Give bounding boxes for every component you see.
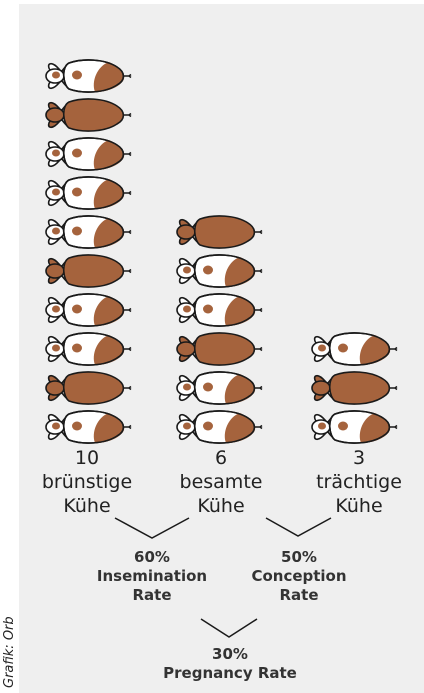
cow-solid-icon bbox=[177, 216, 262, 248]
conception-rate-line2: Rate bbox=[232, 586, 366, 605]
cow-spotted-icon bbox=[46, 138, 131, 170]
pregnant-label-line2: Kühe bbox=[284, 494, 424, 518]
conception-rate-value: 50% bbox=[232, 548, 366, 567]
column-label-estrous: 10 brünstige Kühe bbox=[12, 446, 162, 518]
cow-spotted-icon bbox=[46, 333, 131, 365]
insemination-rate-line1: Insemination bbox=[82, 567, 222, 586]
column-label-inseminated: 6 besamte Kühe bbox=[146, 446, 296, 518]
cow-solid-icon bbox=[46, 99, 131, 131]
cow-spotted-icon bbox=[177, 372, 262, 404]
pregnancy-rate-line1: Pregnancy Rate bbox=[130, 664, 330, 683]
cow-solid-icon bbox=[312, 372, 397, 404]
inseminated-label-line1: besamte bbox=[146, 470, 296, 494]
cow-spotted-icon bbox=[46, 177, 131, 209]
pregnant-label-line1: trächtige bbox=[284, 470, 424, 494]
cow-spotted-icon bbox=[46, 216, 131, 248]
cow-spotted-icon bbox=[312, 411, 397, 443]
estrous-label-line2: Kühe bbox=[12, 494, 162, 518]
inseminated-count: 6 bbox=[146, 446, 296, 470]
insemination-rate: 60% Insemination Rate bbox=[82, 548, 222, 605]
cow-spotted-icon bbox=[46, 294, 131, 326]
cow-spotted-icon bbox=[177, 255, 262, 287]
estrous-count: 10 bbox=[12, 446, 162, 470]
pregnancy-rate-value: 30% bbox=[130, 645, 330, 664]
pregnancy-rate: 30% Pregnancy Rate bbox=[130, 645, 330, 683]
insemination-rate-line2: Rate bbox=[82, 586, 222, 605]
column-label-pregnant: 3 trächtige Kühe bbox=[284, 446, 424, 518]
estrous-label-line1: brünstige bbox=[12, 470, 162, 494]
pregnant-count: 3 bbox=[284, 446, 424, 470]
cow-solid-icon bbox=[46, 372, 131, 404]
cow-spotted-icon bbox=[177, 294, 262, 326]
inseminated-label-line2: Kühe bbox=[146, 494, 296, 518]
conception-rate-line1: Conception bbox=[232, 567, 366, 586]
cow-solid-icon bbox=[46, 255, 131, 287]
cow-solid-icon bbox=[177, 333, 262, 365]
cow-spotted-icon bbox=[46, 60, 131, 92]
insemination-rate-value: 60% bbox=[82, 548, 222, 567]
cow-spotted-icon bbox=[46, 411, 131, 443]
cow-spotted-icon bbox=[177, 411, 262, 443]
conception-rate: 50% Conception Rate bbox=[232, 548, 366, 605]
cow-spotted-icon bbox=[312, 333, 397, 365]
